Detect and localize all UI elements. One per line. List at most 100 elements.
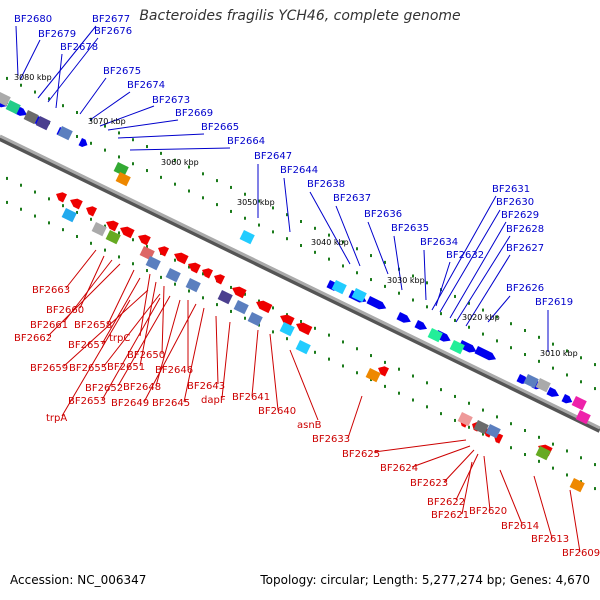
gene-label[interactable]: BF2640: [258, 406, 296, 417]
gene-label[interactable]: BF2652: [85, 383, 123, 394]
upper-label-leader: [423, 249, 427, 301]
tick-dot: [160, 151, 162, 155]
upper-label-leader: [309, 191, 351, 265]
gene-label[interactable]: BF2632: [446, 250, 484, 261]
gene-label[interactable]: BF2674: [127, 80, 165, 91]
tick-dot: [34, 214, 36, 218]
gene-label[interactable]: BF2651: [107, 362, 145, 373]
gene-label[interactable]: BF2673: [152, 95, 190, 106]
tick-dot: [398, 367, 400, 371]
gene-label[interactable]: BF2655: [69, 363, 107, 374]
gene-label[interactable]: BF2614: [501, 521, 539, 532]
tick-dot: [300, 244, 302, 247]
gene-label[interactable]: BF2661: [30, 320, 68, 331]
upper-label-leader: [455, 235, 511, 323]
gene-label[interactable]: BF2676: [94, 26, 132, 37]
tick-dot: [174, 158, 176, 162]
lower-label-leader: [183, 307, 205, 403]
upper-label-leader: [55, 53, 63, 109]
gene-label[interactable]: BF2626: [506, 283, 544, 294]
gene-label[interactable]: BF2635: [391, 223, 429, 234]
gene-label[interactable]: BF2621: [431, 510, 469, 521]
gene-label[interactable]: BF2629: [501, 210, 539, 221]
tick-dot: [342, 340, 344, 344]
tick-dot: [524, 353, 526, 357]
lower-label-leader: [483, 455, 491, 511]
tick-dot: [552, 466, 554, 470]
gene-label[interactable]: BF2648: [123, 382, 161, 393]
gene-label[interactable]: BF2646: [155, 365, 193, 376]
tick-dot: [566, 373, 568, 377]
gene-label[interactable]: BF2677: [92, 14, 130, 25]
gene-label[interactable]: BF2619: [535, 297, 573, 308]
gene-feature-box: [35, 115, 51, 131]
label-leader-lines: [15, 25, 581, 553]
gene-label[interactable]: BF2657: [68, 340, 106, 351]
tick-label: 3030 kbp: [387, 276, 425, 285]
reverse-gene-arrow: [158, 246, 169, 257]
gene-label[interactable]: BF2647: [254, 151, 292, 162]
gene-label[interactable]: BF2680: [14, 14, 52, 25]
upper-label-leader: [89, 91, 131, 121]
gene-label[interactable]: asnB: [297, 420, 322, 431]
gene-label[interactable]: BF2660: [46, 305, 84, 316]
gene-label[interactable]: BF2637: [333, 193, 371, 204]
gene-label[interactable]: BF2630: [496, 197, 534, 208]
tick-dot: [412, 298, 414, 302]
upper-label-leader: [15, 25, 19, 77]
gene-label[interactable]: BF2613: [531, 534, 569, 545]
gene-label[interactable]: trpC: [109, 333, 130, 344]
gene-label[interactable]: BF2634: [420, 237, 458, 248]
gene-label[interactable]: BF2641: [232, 392, 270, 403]
gene-label[interactable]: BF2679: [38, 29, 76, 40]
tick-label: 3060 kbp: [161, 158, 199, 167]
gene-label[interactable]: BF2675: [103, 66, 141, 77]
tick-dot: [286, 313, 288, 317]
gene-label[interactable]: BF2678: [60, 42, 98, 53]
gene-label[interactable]: BF2620: [469, 506, 507, 517]
gene-features: [0, 92, 591, 493]
tick-dot: [258, 223, 260, 227]
gene-label[interactable]: BF2645: [152, 398, 190, 409]
tick-dot: [412, 274, 414, 278]
tick-dot: [328, 233, 330, 237]
gene-label[interactable]: BF2664: [227, 136, 265, 147]
gene-label[interactable]: BF2663: [32, 285, 70, 296]
gene-label[interactable]: BF2631: [492, 184, 530, 195]
reverse-gene-arrow: [232, 286, 247, 299]
gene-label[interactable]: BF2669: [175, 108, 213, 119]
gene-label[interactable]: BF2649: [111, 398, 149, 409]
tick-dot: [20, 183, 22, 187]
gene-label[interactable]: BF2638: [307, 179, 345, 190]
gene-label[interactable]: BF2628: [506, 224, 544, 235]
gene-label[interactable]: BF2633: [312, 434, 350, 445]
gene-label[interactable]: BF2627: [506, 243, 544, 254]
gene-label[interactable]: BF2658: [74, 320, 112, 331]
gene-label[interactable]: BF2665: [201, 122, 239, 133]
tick-dot: [454, 318, 456, 322]
gene-label[interactable]: BF2650: [127, 350, 165, 361]
gene-label[interactable]: BF2643: [187, 381, 225, 392]
gene-label[interactable]: BF2662: [14, 333, 52, 344]
gene-label[interactable]: BF2624: [380, 463, 418, 474]
lower-label-leader: [289, 349, 319, 421]
tick-label: 3040 kbp: [311, 238, 349, 247]
tick-dot: [146, 269, 148, 273]
gene-label[interactable]: BF2659: [30, 363, 68, 374]
gene-label[interactable]: BF2653: [68, 396, 106, 407]
gene-label[interactable]: BF2623: [410, 478, 448, 489]
lower-label-leader: [455, 453, 479, 501]
gene-label[interactable]: BF2625: [342, 449, 380, 460]
gene-label[interactable]: BF2609: [562, 548, 600, 559]
gene-label[interactable]: trpA: [46, 413, 67, 424]
gene-label[interactable]: BF2622: [427, 497, 465, 508]
tick-dot: [146, 169, 148, 173]
tick-label: 3050 kbp: [237, 198, 275, 207]
tick-dot: [146, 145, 148, 149]
tick-dot: [272, 230, 274, 234]
reverse-gene-arrow: [138, 234, 151, 246]
gene-label[interactable]: dapF: [201, 395, 226, 406]
tick-dot: [552, 366, 554, 370]
gene-label[interactable]: BF2644: [280, 165, 318, 176]
gene-label[interactable]: BF2636: [364, 209, 402, 220]
